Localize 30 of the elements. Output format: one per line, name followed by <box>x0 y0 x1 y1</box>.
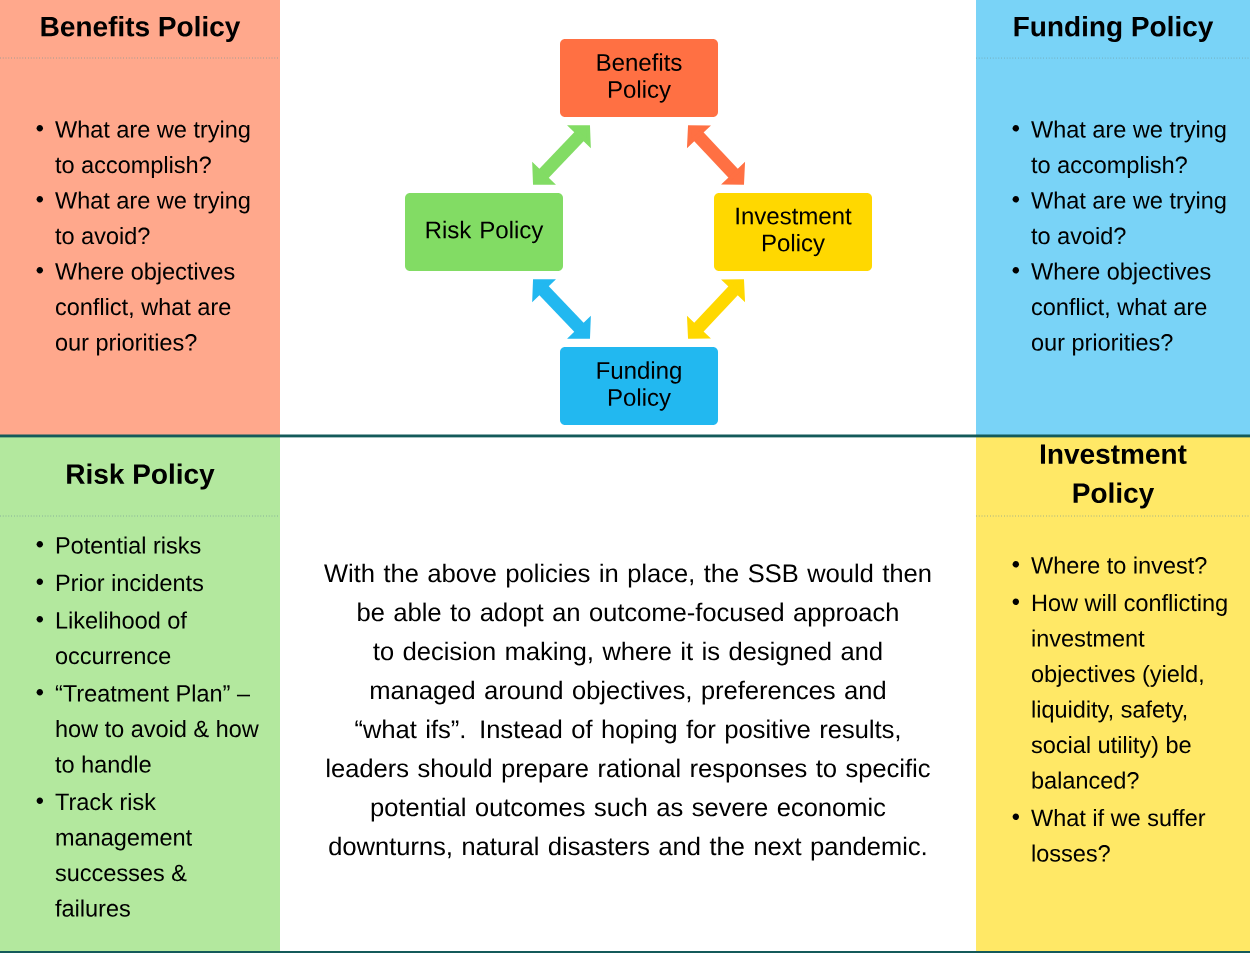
policy-box: Risk Policy <box>405 193 563 271</box>
policy-box: Investment Policy <box>714 193 872 271</box>
panel-heading: Investment Policy <box>1040 444 1187 509</box>
bullet-item: What are we trying to avoid? <box>1012 191 1226 245</box>
panel <box>976 437 1250 952</box>
double-arrow <box>532 125 591 185</box>
paragraph: With the above policies in place, the SSB would then be able to adopt an outcome-focused approach to decision making, where it is designed and managed around objectives, preferences and “what ifs”. Instead of hoping for positive results, leaders should prepare rational responses to specific potential outcomes such as severe economic downturns, natural disasters and the next pandemic. <box>324 563 931 861</box>
bullet-item: Prior incidents <box>36 574 203 592</box>
bullet-item: Where objectives conflict, what are our priorities? <box>36 262 235 356</box>
policy-box: Funding Policy <box>560 347 718 425</box>
bullet-item: “Treatment Plan” – how to avoid & how to handle <box>36 684 259 773</box>
double-arrow <box>686 125 746 185</box>
panel <box>0 0 280 435</box>
bullet-item: What are we trying to accomplish? <box>36 120 250 178</box>
bullet-item: Potential risks <box>36 536 201 554</box>
panel <box>976 0 1250 435</box>
bullet-item: What are we trying to accomplish? <box>1012 120 1226 178</box>
panel-heading: Risk Policy <box>67 463 215 490</box>
bullet-item: Where to invest? <box>1012 556 1207 574</box>
bullet-item: Likelihood of occurrence <box>36 611 187 665</box>
bullet-item: Track risk management successes & failures <box>36 793 192 917</box>
panel <box>0 437 280 952</box>
double-arrow <box>532 279 591 339</box>
policy-box: Benefits Policy <box>560 39 718 117</box>
panel-heading: Benefits Policy <box>41 15 241 43</box>
bullet-item: What are we trying to avoid? <box>36 191 250 245</box>
panel-heading: Funding Policy <box>1014 15 1214 43</box>
bullet-item: What if we suffer losses? <box>1012 809 1206 862</box>
bullet-item: Where objectives conflict, what are our priorities? <box>1012 262 1211 356</box>
bullet-item: How will conflicting investment objectives (yield, liquidity, safety, social utility) be balanced? <box>1012 594 1227 789</box>
